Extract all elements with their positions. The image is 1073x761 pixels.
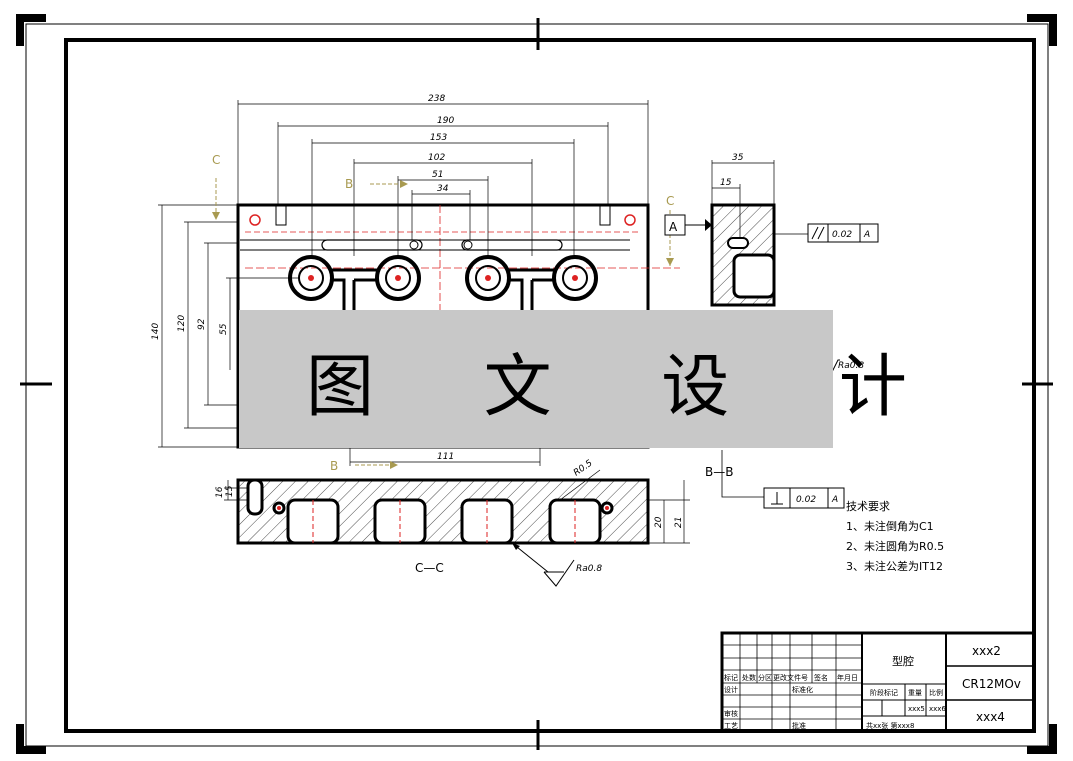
dim-15b: 15 — [225, 485, 235, 497]
tb-material: CR12MOv — [962, 677, 1021, 691]
dim-34: 34 — [437, 184, 449, 194]
tb-header: 签名 — [814, 673, 828, 682]
perpendicular-tolerance-frame: 0.02 A — [763, 487, 845, 509]
parallel-tolerance-frame: 0.02 A — [807, 223, 879, 243]
tb-code-bottom: xxx4 — [976, 710, 1005, 724]
section-bb-label: B—B — [705, 465, 733, 479]
perp-value: 0.02 — [796, 495, 816, 505]
tb-review: 审核 — [724, 709, 738, 718]
watermark-text: 图 文 设 计 — [306, 348, 951, 427]
inner-border — [64, 38, 1036, 733]
side-view-bb: 35 15 A 0.02 A B—B 0.02 A — [664, 153, 879, 509]
tb-standardize: 标准化 — [792, 685, 813, 694]
tb-stage-mark: 阶段标记 — [870, 688, 898, 697]
dim-21: 21 — [674, 517, 684, 528]
tb-part-name: 型腔 — [892, 654, 914, 668]
section-markers: C C B B — [212, 153, 674, 473]
section-b-bottom-label: B — [330, 459, 338, 473]
datum-a-label: A — [669, 220, 678, 234]
tb-header: 年月日 — [837, 673, 858, 682]
tb-approve: 批准 — [792, 721, 806, 730]
perp-datum: A — [831, 495, 838, 505]
tb-design: 设计 — [724, 685, 738, 694]
tb-weight: 重量 — [908, 689, 922, 697]
dim-140: 140 — [151, 323, 161, 340]
section-c-top-label: C — [212, 153, 220, 167]
watermark-background — [239, 310, 833, 448]
watermark-overlay: 图 文 设 计 — [239, 310, 951, 448]
tech-req-item: 3、未注公差为IT12 — [846, 559, 943, 573]
title-block — [720, 631, 1036, 733]
section-b-top-label: B — [345, 177, 353, 191]
tb-code-top: xxx2 — [972, 644, 1001, 658]
tb-process: 工艺 — [724, 722, 738, 730]
tech-req-item: 1、未注倒角为C1 — [846, 519, 934, 533]
technical-requirements: 技术要求 1、未注倒角为C1 2、未注圆角为R0.5 3、未注公差为IT12 — [846, 500, 944, 573]
dim-16: 16 — [215, 486, 225, 498]
roughness-ra-top: Ra0.8 — [838, 361, 864, 371]
title-block-texts: 标记 处数 分区 更改文件号 签名 年月日 设计 标准化 审核 工艺 批准 阶段… — [724, 644, 1021, 730]
tb-header: 处数 — [742, 673, 756, 682]
roughness-ra-bottom: Ra0.8 — [576, 564, 602, 574]
dim-side-15: 15 — [720, 178, 732, 188]
tb-scale-value: xxx6 — [929, 705, 946, 713]
dim-238: 238 — [428, 94, 445, 104]
tb-scale: 比例 — [929, 688, 943, 697]
front-view-dimensions — [158, 100, 649, 466]
dim-51: 51 — [432, 170, 443, 180]
tb-header: 更改文件号 — [773, 673, 808, 682]
dim-92: 92 — [197, 318, 207, 330]
tb-header: 分区 — [758, 673, 772, 682]
section-cc-label: C—C — [415, 561, 444, 575]
dim-55: 55 — [219, 323, 229, 335]
dim-120: 120 — [177, 315, 187, 332]
dimension-texts: 238 190 153 102 51 34 111 140 120 92 55 — [151, 94, 454, 462]
section-c-right-label: C — [666, 194, 674, 208]
dim-102: 102 — [428, 153, 445, 163]
dim-111: 111 — [437, 452, 454, 462]
tb-sheets: 共xx张 第xxx8 — [866, 721, 914, 730]
section-view-cc: 16 15 20 21 R0.5 Ra0.8 C—C — [215, 458, 690, 587]
tb-weight-value: xxx5 — [908, 705, 925, 713]
parallel-value: 0.02 — [832, 230, 852, 240]
tech-req-title: 技术要求 — [846, 500, 890, 513]
parallel-datum: A — [863, 230, 870, 240]
dim-r05: R0.5 — [572, 458, 595, 478]
dim-20: 20 — [654, 516, 664, 528]
outer-frame — [16, 14, 1057, 754]
dim-190: 190 — [437, 116, 454, 126]
tech-req-item: 2、未注圆角为R0.5 — [846, 539, 944, 553]
tb-header: 标记 — [724, 673, 738, 682]
dim-side-35: 35 — [732, 153, 744, 163]
dim-153: 153 — [430, 133, 447, 143]
